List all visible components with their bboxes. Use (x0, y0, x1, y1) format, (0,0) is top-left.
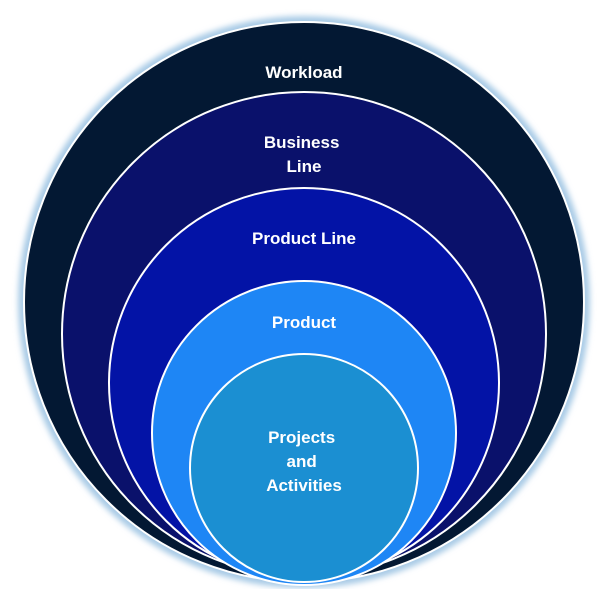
label-product: Product (272, 313, 337, 332)
label-product-line: Product Line (252, 229, 356, 248)
label-workload: Workload (265, 63, 342, 82)
label-projects-line-3: Activities (266, 476, 342, 495)
ring-projects-and-activities (189, 353, 419, 583)
label-projects-and-activities: Projects and Activities (266, 428, 342, 495)
label-business-line-line-1: Business (264, 133, 340, 152)
label-business-line-line-2: Line (287, 157, 322, 176)
label-product-line-text: Product (272, 313, 337, 332)
label-product-line-line: Product Line (252, 229, 356, 248)
label-projects-line-1: Projects (268, 428, 335, 447)
label-projects-line-2: and (287, 452, 317, 471)
label-workload-line: Workload (265, 63, 342, 82)
label-business-line: Business Line (264, 133, 344, 176)
